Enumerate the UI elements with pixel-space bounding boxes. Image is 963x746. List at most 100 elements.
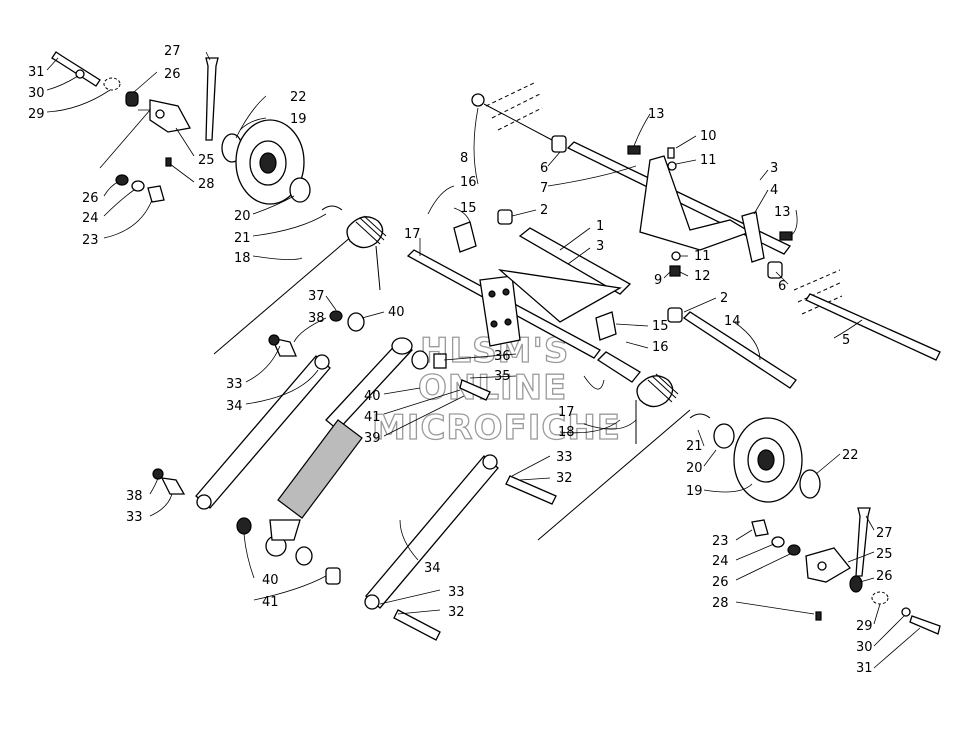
callout-36: 36 xyxy=(494,349,511,364)
callout-29: 29 xyxy=(28,107,45,122)
callout-26: 26 xyxy=(164,67,181,82)
callout-41: 41 xyxy=(262,595,279,610)
nut-12 xyxy=(669,265,681,277)
callout-31: 31 xyxy=(856,661,873,676)
callout-33: 33 xyxy=(448,585,465,600)
bushing-15-right xyxy=(595,311,617,341)
bushing-40-lower xyxy=(295,546,313,566)
bolt-39 xyxy=(459,379,491,401)
bolt-27-lower xyxy=(855,507,871,577)
callout-23: 23 xyxy=(82,233,99,248)
callout-13: 13 xyxy=(774,205,791,220)
callout-28: 28 xyxy=(712,596,729,611)
callout-1: 1 xyxy=(596,219,604,234)
bolt-32-right-lower xyxy=(393,609,441,641)
cross-tube-1 xyxy=(518,227,632,295)
torsion-spring-18-right xyxy=(537,373,691,541)
upper-left-idler-assembly xyxy=(51,51,343,211)
bracket-25-upper xyxy=(149,99,192,133)
torsion-spring-18-left xyxy=(213,215,387,355)
callout-16: 16 xyxy=(460,175,477,190)
pivot-38-33-lower xyxy=(160,477,186,495)
callout-4: 4 xyxy=(770,183,778,198)
callout-3: 3 xyxy=(770,161,778,176)
callout-6: 6 xyxy=(778,279,786,294)
callout-11: 11 xyxy=(694,249,711,264)
washer-11-upper xyxy=(667,161,677,171)
callout-30: 30 xyxy=(28,86,45,101)
tube-41-lower xyxy=(325,567,341,585)
callout-numbers: 31 30 29 27 26 22 19 25 28 26 24 23 20 2… xyxy=(28,44,893,676)
cap-23-upper xyxy=(147,185,165,203)
callout-33: 33 xyxy=(126,510,143,525)
front-shaft-assembly xyxy=(406,209,683,383)
callout-22: 22 xyxy=(290,90,307,105)
callout-40: 40 xyxy=(388,305,405,320)
rail-hatch-upper xyxy=(485,81,543,131)
link-34-right xyxy=(365,455,499,609)
callout-26: 26 xyxy=(876,569,893,584)
callout-18: 18 xyxy=(234,251,251,266)
callout-34: 34 xyxy=(226,399,243,414)
bearing-22-lower xyxy=(799,469,821,499)
watermark-line-2: ONLINE xyxy=(418,368,567,408)
callout-24: 24 xyxy=(82,211,99,226)
spacer-26-upper xyxy=(125,91,139,107)
callout-25: 25 xyxy=(198,153,215,168)
callout-33: 33 xyxy=(226,377,243,392)
pin-28-lower xyxy=(815,611,822,621)
callout-31: 31 xyxy=(28,65,45,80)
callout-33: 33 xyxy=(556,450,573,465)
callout-25: 25 xyxy=(876,547,893,562)
bearing-20-upper xyxy=(289,177,311,203)
callout-9: 9 xyxy=(654,273,662,288)
callout-16: 16 xyxy=(652,340,669,355)
bushing-40-mid xyxy=(411,350,429,370)
callout-5: 5 xyxy=(842,333,850,348)
bolt-31-upper xyxy=(51,51,101,87)
lower-right-idler-assembly xyxy=(689,413,941,635)
callout-20: 20 xyxy=(686,461,703,476)
washer-24-lower xyxy=(771,536,785,548)
spacer-26-lower-a xyxy=(787,544,801,556)
callout-27: 27 xyxy=(164,44,181,59)
bolt-7-shaft xyxy=(483,103,553,141)
callout-40: 40 xyxy=(262,573,279,588)
callout-41: 41 xyxy=(364,410,381,425)
washer-11-lower xyxy=(671,251,681,261)
bolt-32-right-upper xyxy=(505,475,557,505)
callout-10: 10 xyxy=(700,129,717,144)
callout-12: 12 xyxy=(694,269,711,284)
callout-20: 20 xyxy=(234,209,251,224)
callout-26: 26 xyxy=(82,191,99,206)
bolt-31-lower xyxy=(909,615,941,635)
spacer-26-lower-left xyxy=(115,174,129,186)
callout-17: 17 xyxy=(404,227,421,242)
callout-21: 21 xyxy=(686,439,703,454)
leader-lines xyxy=(46,51,921,669)
bolt-27-upper xyxy=(205,57,219,141)
bracket-25-lower xyxy=(805,547,851,583)
shaft-14 xyxy=(682,311,797,389)
bolt-13-right xyxy=(779,231,793,241)
bolt-13-upper xyxy=(627,145,641,155)
callout-17: 17 xyxy=(558,405,575,420)
callout-2: 2 xyxy=(720,291,728,306)
callout-29: 29 xyxy=(856,619,873,634)
callout-19: 19 xyxy=(686,484,703,499)
bolt-36-tube xyxy=(433,353,447,369)
callout-11: 11 xyxy=(700,153,717,168)
callout-39: 39 xyxy=(364,431,381,446)
bushing-40-upper xyxy=(347,312,365,332)
callout-40: 40 xyxy=(364,389,381,404)
snap-ring-21-lower xyxy=(689,413,711,419)
callout-8: 8 xyxy=(460,151,468,166)
bolt-5 xyxy=(805,293,941,361)
bushing-2-right xyxy=(667,307,683,323)
bushing-15-left xyxy=(453,221,477,253)
bracket-4 xyxy=(741,211,765,263)
cap-23-lower xyxy=(751,519,769,537)
callout-35: 35 xyxy=(494,369,511,384)
callout-13: 13 xyxy=(648,107,665,122)
